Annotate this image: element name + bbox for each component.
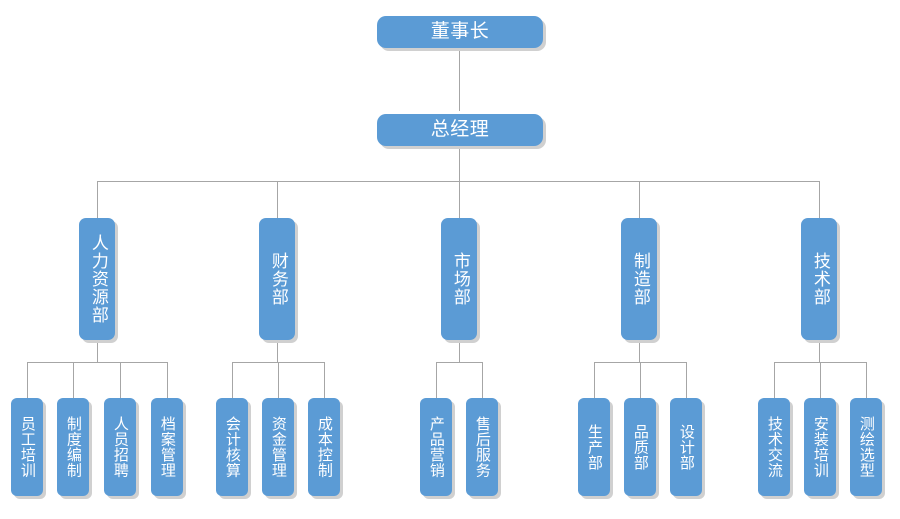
node-market-service[interactable]: 售后服务 bbox=[466, 398, 498, 496]
node-hr-training[interactable]: 员工培训 bbox=[11, 398, 43, 496]
connector-finance-to-child-2 bbox=[278, 362, 279, 398]
node-hr-system[interactable]: 制度编制 bbox=[57, 398, 89, 496]
node-manufacture-design[interactable]: 设计部 bbox=[670, 398, 702, 496]
connector-manufacture-to-child-3 bbox=[686, 362, 687, 398]
node-department-finance[interactable]: 财务部 bbox=[259, 218, 295, 340]
connector-tech-to-child-3 bbox=[866, 362, 867, 398]
node-market-product[interactable]: 产品营销 bbox=[420, 398, 452, 496]
connector-chairman-to-gm bbox=[459, 48, 460, 111]
connector-hr-bus bbox=[27, 362, 167, 363]
node-department-tech[interactable]: 技术部 bbox=[801, 218, 837, 340]
connector-tech-to-child-1 bbox=[774, 362, 775, 398]
node-manufacture-production[interactable]: 生产部 bbox=[578, 398, 610, 496]
connector-market-to-child-2 bbox=[482, 362, 483, 398]
node-manufacture-quality[interactable]: 品质部 bbox=[624, 398, 656, 496]
connector-market-to-child-1 bbox=[436, 362, 437, 398]
connector-hr-to-child-1 bbox=[27, 362, 28, 398]
connector-hr-to-child-4 bbox=[167, 362, 168, 398]
node-department-market[interactable]: 市场部 bbox=[441, 218, 477, 340]
connector-gm-down bbox=[459, 146, 460, 181]
connector-hr-down bbox=[97, 340, 98, 362]
connector-finance-to-child-1 bbox=[232, 362, 233, 398]
node-finance-fund[interactable]: 资金管理 bbox=[262, 398, 294, 496]
node-tech-survey[interactable]: 测绘选型 bbox=[850, 398, 882, 496]
node-chairman[interactable]: 董事长 bbox=[377, 16, 543, 48]
connector-finance-down bbox=[277, 340, 278, 362]
node-department-hr[interactable]: 人力资源部 bbox=[79, 218, 115, 340]
node-hr-recruit[interactable]: 人员招聘 bbox=[104, 398, 136, 496]
connector-tech-to-child-2 bbox=[820, 362, 821, 398]
connector-manufacture-to-child-1 bbox=[594, 362, 595, 398]
connector-hr-to-child-3 bbox=[120, 362, 121, 398]
connector-finance-to-child-3 bbox=[324, 362, 325, 398]
connector-tech-down bbox=[819, 340, 820, 362]
connector-bus-to-hr bbox=[97, 181, 98, 218]
connector-hr-to-child-2 bbox=[73, 362, 74, 398]
node-department-manufacture[interactable]: 制造部 bbox=[621, 218, 657, 340]
node-tech-install[interactable]: 安装培训 bbox=[804, 398, 836, 496]
connector-bus-to-finance bbox=[277, 181, 278, 218]
connector-manufacture-down bbox=[639, 340, 640, 362]
connector-bus-to-manufacture bbox=[639, 181, 640, 218]
connector-market-down bbox=[459, 340, 460, 362]
node-hr-archive[interactable]: 档案管理 bbox=[151, 398, 183, 496]
connector-bus-to-tech bbox=[819, 181, 820, 218]
node-finance-cost[interactable]: 成本控制 bbox=[308, 398, 340, 496]
node-tech-exchange[interactable]: 技术交流 bbox=[758, 398, 790, 496]
connector-bus-to-market bbox=[459, 181, 460, 218]
connector-department-bus bbox=[97, 181, 819, 182]
connector-manufacture-to-child-2 bbox=[640, 362, 641, 398]
node-finance-accounting[interactable]: 会计核算 bbox=[216, 398, 248, 496]
node-general-manager[interactable]: 总经理 bbox=[377, 114, 543, 146]
connector-market-bus bbox=[436, 362, 482, 363]
